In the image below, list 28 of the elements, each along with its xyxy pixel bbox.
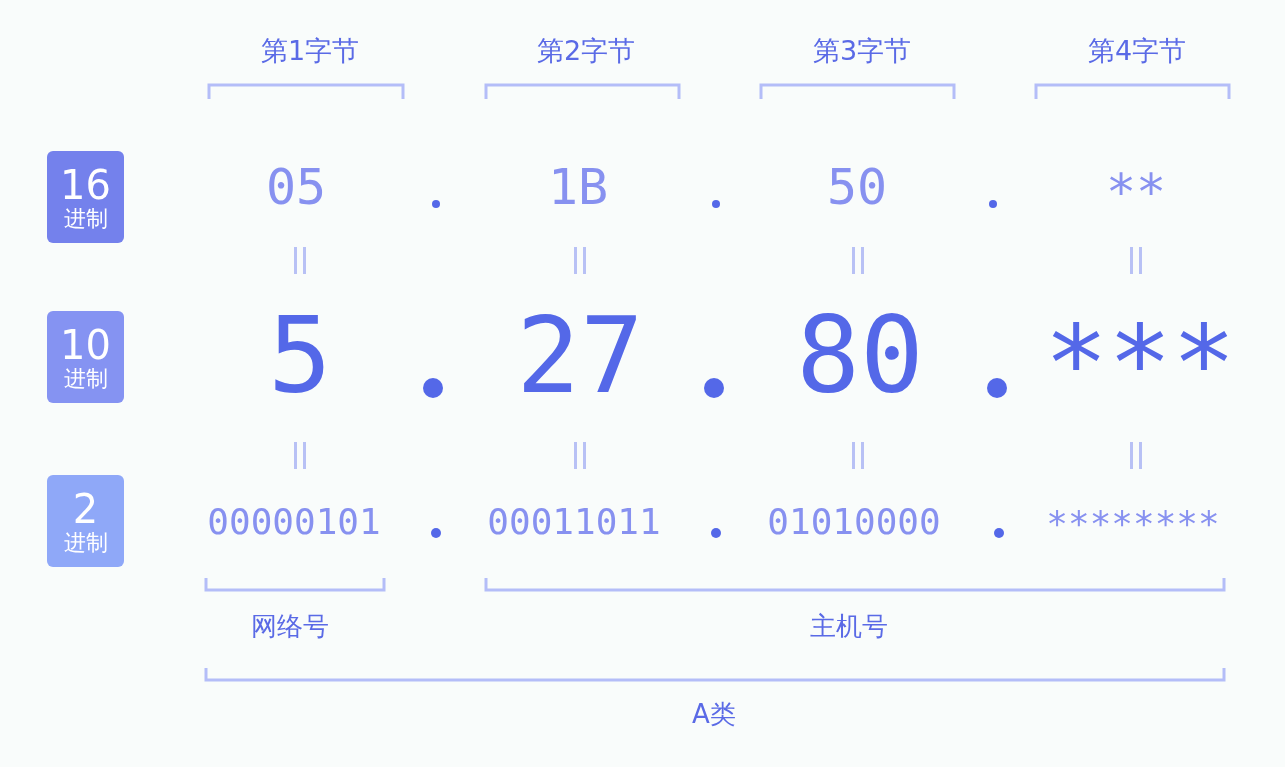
byte-heading: 第4字节 — [1087, 36, 1187, 64]
binary-value: 00011011 — [487, 504, 661, 540]
decimal-value: *** — [1044, 311, 1236, 417]
base-label: 进制 — [63, 207, 108, 230]
base-number: 2 — [72, 488, 99, 529]
byte-heading: 第3字节 — [812, 36, 912, 64]
network-part-label: 网络号 — [251, 613, 329, 639]
number-base-badge — [47, 151, 124, 243]
hex-value: 50 — [826, 162, 888, 212]
binary-value: 01010000 — [767, 504, 941, 540]
decimal-value: 80 — [796, 303, 924, 409]
base-label: 进制 — [63, 531, 108, 554]
host-part-label: 主机号 — [810, 613, 888, 639]
binary-value: ******** — [1046, 506, 1220, 542]
hex-value: ** — [1105, 167, 1167, 217]
base-label: 进制 — [63, 367, 108, 390]
hex-value: 05 — [265, 162, 327, 212]
number-base-badge — [47, 475, 124, 567]
decimal-value: 27 — [516, 303, 644, 409]
decimal-value: 5 — [268, 303, 332, 409]
binary-value: 00000101 — [207, 504, 381, 540]
address-class-label: A类 — [692, 701, 736, 727]
number-base-badge — [47, 311, 124, 403]
base-number: 16 — [60, 164, 111, 205]
byte-heading: 第2字节 — [536, 36, 636, 64]
byte-heading: 第1字节 — [260, 36, 360, 64]
base-number: 10 — [60, 324, 111, 365]
hex-value: 1B — [547, 162, 609, 212]
